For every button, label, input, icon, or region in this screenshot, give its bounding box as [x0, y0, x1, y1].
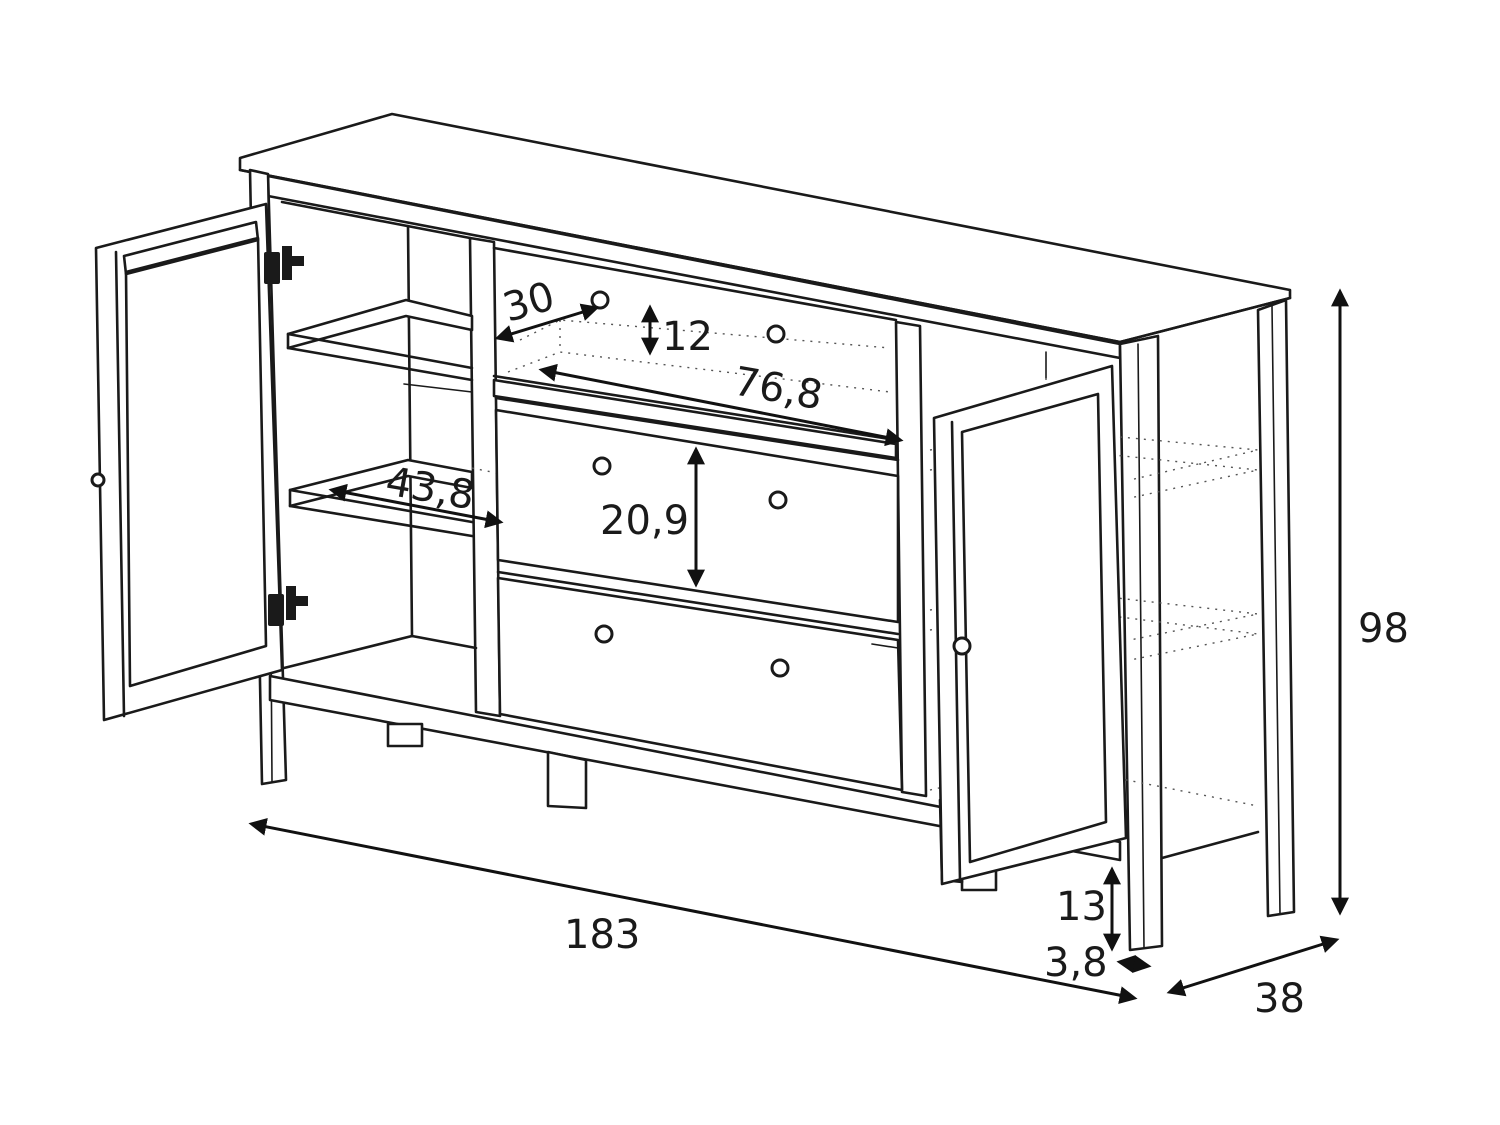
dimension-lines [248, 288, 1349, 1005]
right-door [932, 364, 1128, 886]
knob-icon [766, 324, 786, 344]
door-knob-icon [90, 472, 106, 488]
depth-arrow [1166, 935, 1340, 997]
shelf-depth-arrow [328, 483, 504, 529]
knob-icon [590, 290, 610, 310]
label-depth: 38 [1254, 976, 1305, 1022]
knob-icon [768, 490, 788, 510]
knob-icon [594, 624, 614, 644]
label-total-height: 98 [1358, 606, 1409, 652]
drawer-width-arrow [538, 363, 904, 447]
label-leg-height: 13 [1056, 884, 1107, 930]
hinge-icon [268, 586, 308, 626]
left-door [90, 202, 308, 722]
left-compartment [280, 200, 582, 670]
label-total-width: 183 [564, 912, 640, 958]
knob-icon [770, 658, 790, 678]
label-top-drawer-height: 12 [662, 314, 713, 360]
knob-icon [592, 456, 612, 476]
leg-inset-arrow [1116, 955, 1152, 973]
label-lower-drawer-height: 20,9 [600, 498, 689, 544]
label-shelf-depth: 43,8 [382, 459, 478, 520]
drawer-depth-arrow [494, 303, 600, 343]
hinge-icon [264, 246, 304, 284]
carcass-back [1160, 298, 1296, 918]
door-knob-icon [952, 636, 972, 656]
width-arrow [248, 817, 1138, 1005]
label-leg-inset: 3,8 [1044, 940, 1108, 986]
